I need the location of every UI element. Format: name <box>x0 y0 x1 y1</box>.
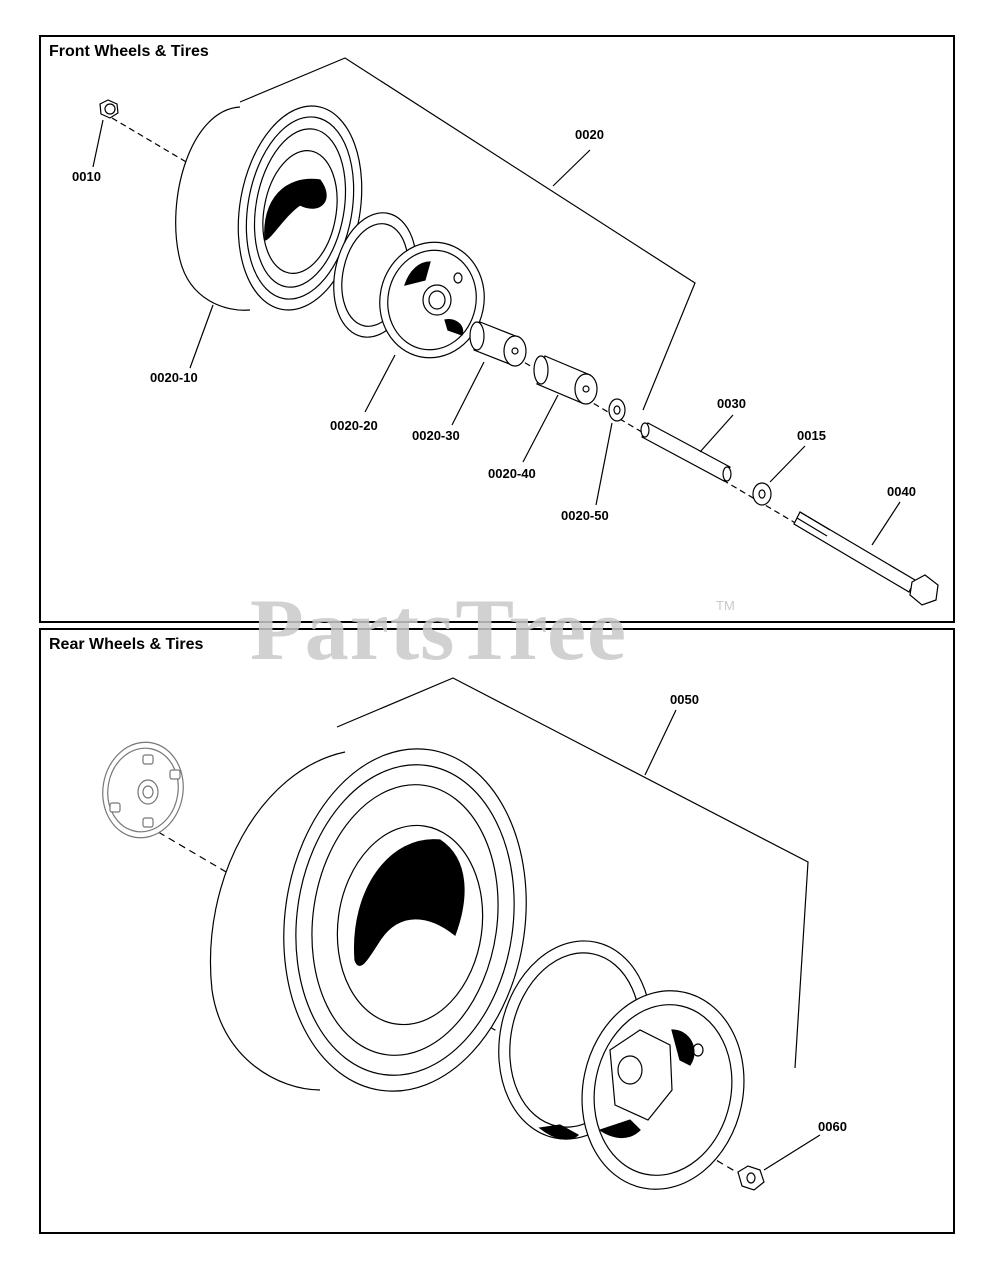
label-0020-30: 0020-30 <box>412 428 460 443</box>
leader-0020-20 <box>364 354 396 413</box>
label-0020-20: 0020-20 <box>330 418 378 433</box>
label-0010: 0010 <box>72 169 101 184</box>
leader-0060 <box>763 1134 821 1171</box>
leader-0020 <box>552 149 591 187</box>
washer-0015 <box>752 482 772 506</box>
label-0020: 0020 <box>575 127 604 142</box>
bearing-0020-30 <box>469 321 527 367</box>
leader-0020-40 <box>522 394 559 463</box>
leader-0040 <box>871 501 901 546</box>
rear-panel-title: Rear Wheels & Tires <box>49 636 204 653</box>
label-0030: 0030 <box>717 396 746 411</box>
label-0020-40: 0020-40 <box>488 466 536 481</box>
nut-0010 <box>99 99 119 119</box>
assembly-bracket-0050 <box>336 677 809 1069</box>
leader-0020-30 <box>451 361 485 426</box>
spacer-0030 <box>640 422 732 482</box>
label-0050: 0050 <box>670 692 699 707</box>
nut-0060 <box>737 1165 765 1191</box>
leader-0020-10 <box>189 304 214 369</box>
bearing-0020-40 <box>533 355 598 405</box>
leader-0050 <box>644 709 677 776</box>
rear-tire <box>210 748 527 1092</box>
tire-0020-10 <box>175 105 363 311</box>
leader-0010 <box>92 119 104 168</box>
partstree-watermark: PartsTree <box>250 582 628 679</box>
leader-0020-50 <box>595 422 613 506</box>
rear-rim <box>498 940 745 1190</box>
rim-0020-20 <box>333 212 485 359</box>
label-0040: 0040 <box>887 484 916 499</box>
washer-0020-50 <box>608 398 626 422</box>
assembly-bracket-0020 <box>239 57 696 411</box>
rear-wheels-panel: Rear Wheels & Tires <box>39 628 955 1234</box>
leader-0030 <box>699 414 734 453</box>
label-0015: 0015 <box>797 428 826 443</box>
label-0020-10: 0020-10 <box>150 370 198 385</box>
label-0060: 0060 <box>818 1119 847 1134</box>
trademark-mark: TM <box>716 598 735 613</box>
label-0020-50: 0020-50 <box>561 508 609 523</box>
hub <box>102 741 184 839</box>
front-panel-title: Front Wheels & Tires <box>49 43 209 60</box>
leader-0015 <box>769 445 806 483</box>
bolt-0040 <box>793 511 939 606</box>
